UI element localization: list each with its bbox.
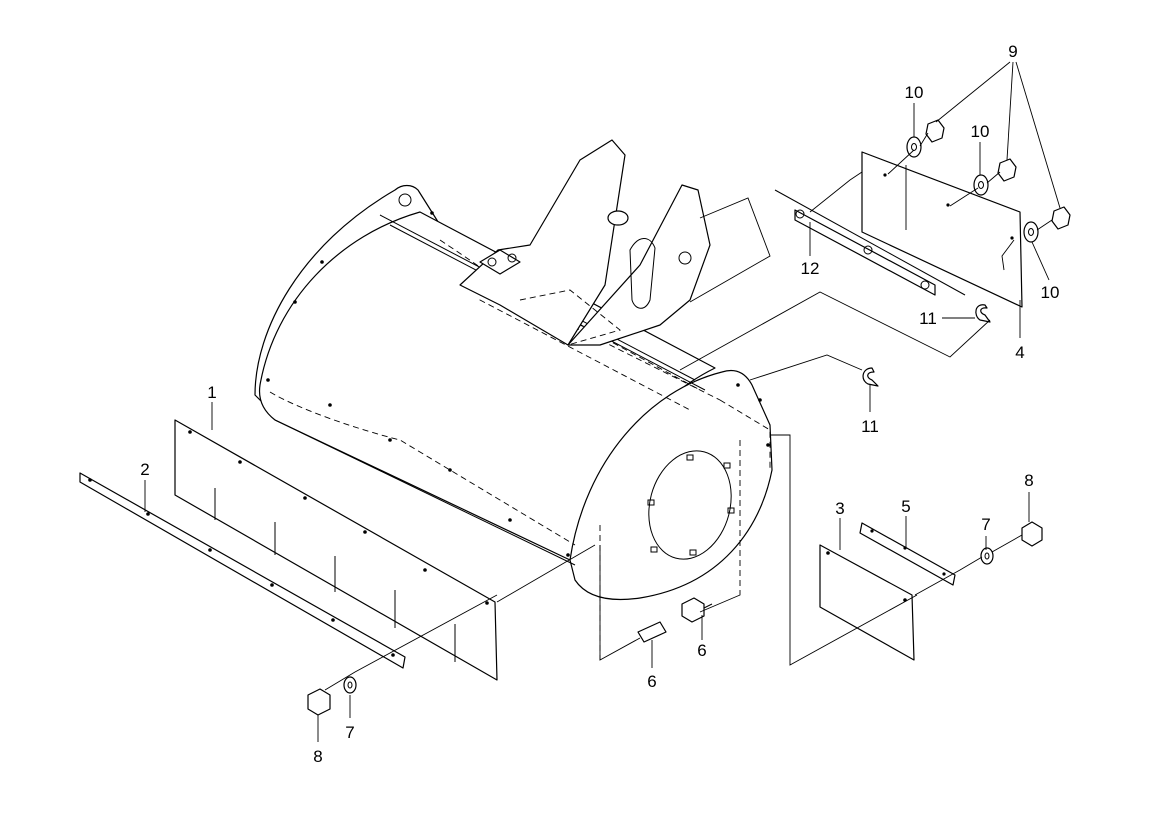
shell-bottom-edge xyxy=(274,419,576,566)
bracket-slot xyxy=(629,238,656,309)
bracket-hidden-edges xyxy=(519,289,621,346)
part-5-side-strip xyxy=(859,522,956,586)
mounting-brackets xyxy=(459,139,711,346)
callout-6-lower: 6 xyxy=(647,672,656,691)
callout-3: 3 xyxy=(835,499,844,518)
housing-rivet-holes xyxy=(266,211,770,557)
assembly-lines xyxy=(324,132,1053,691)
hidden-edges xyxy=(269,239,771,660)
callout-labels: 1 2 3 4 5 6 6 7 7 8 8 9 10 10 10 11 11 1… xyxy=(140,42,1059,766)
part-7-washers xyxy=(343,547,994,694)
part-2-strip xyxy=(79,472,406,669)
part-4-deflector-panel xyxy=(861,151,1023,308)
callout-5: 5 xyxy=(901,497,910,516)
callout-9: 9 xyxy=(1008,42,1017,61)
left-pivot-hole xyxy=(398,193,412,207)
callout-10-middle: 10 xyxy=(971,122,990,141)
callout-leaders xyxy=(144,61,1061,742)
callout-10-top: 10 xyxy=(905,83,924,102)
part-9-nuts xyxy=(925,119,1071,230)
bracket-left-boss xyxy=(607,210,629,226)
part-12-hinge-rod xyxy=(774,189,966,296)
callout-7-right: 7 xyxy=(981,515,990,534)
callout-7-left: 7 xyxy=(345,723,354,742)
part-6-bolts xyxy=(637,597,713,643)
callout-8-left: 8 xyxy=(313,747,322,766)
part-3-side-panel xyxy=(819,544,915,661)
bracket-left xyxy=(459,139,626,346)
callout-4: 4 xyxy=(1015,343,1024,362)
callout-6-upper: 6 xyxy=(697,641,706,660)
motor-bolt-holes xyxy=(647,454,735,556)
right-end-plate xyxy=(569,369,773,601)
callout-2: 2 xyxy=(140,460,149,479)
callout-8-right: 8 xyxy=(1024,471,1033,490)
bracket-right xyxy=(567,184,711,346)
callout-11-lower: 11 xyxy=(861,417,879,436)
part-1-front-panel xyxy=(174,419,498,681)
callout-10-bottom: 10 xyxy=(1041,283,1060,302)
callout-1: 1 xyxy=(207,383,216,402)
motor-opening xyxy=(648,450,732,560)
callout-12: 12 xyxy=(801,259,820,278)
part-11-clip-upper xyxy=(975,304,991,323)
part-11-clip-lower xyxy=(862,367,879,387)
main-housing xyxy=(254,184,773,660)
bracket-plate xyxy=(479,249,521,275)
callout-11-upper: 11 xyxy=(919,309,937,328)
bracket-right-hole xyxy=(678,251,692,265)
part-8-cap-nuts xyxy=(307,521,1043,716)
